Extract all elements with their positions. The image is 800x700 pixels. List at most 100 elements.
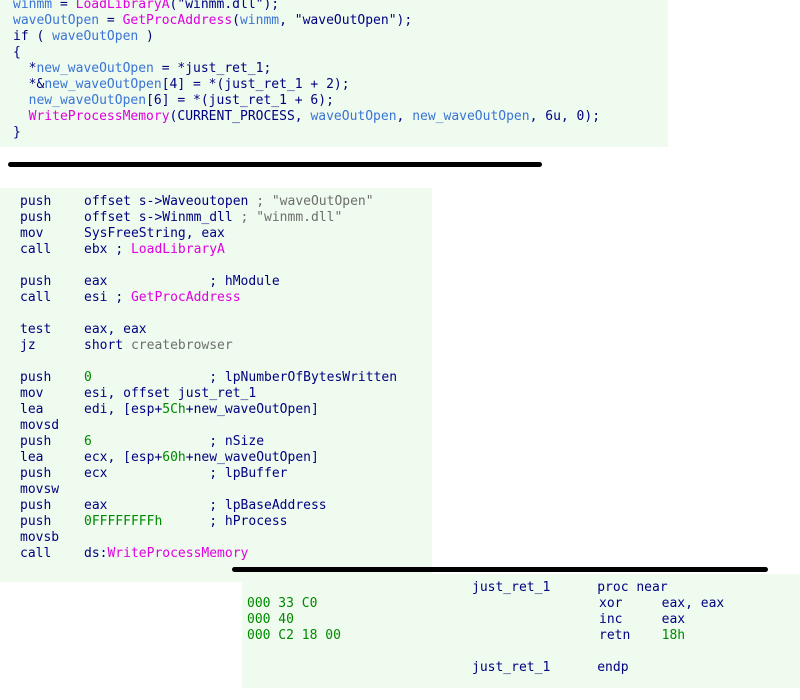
code-token: new_waveOutOpen [44,77,162,92]
code-token: waveOutOpen [310,109,397,124]
code-token: if ( [13,29,53,44]
code-token: { [13,45,21,60]
code-token: ) [138,29,154,44]
operands: esi ; GetProcAddress [84,290,241,306]
disassembly-line: push eax ; hModule [0,274,432,290]
pseudocode-line: winmm = LoadLibraryA("winmm.dll"); [13,0,279,13]
code-token: (CURRENT_PROCESS, [169,109,311,124]
code-token: = *just_ret_1; [153,61,272,76]
mnemonic: push [20,210,52,225]
code-token: +new_waveOutOpen] [185,402,319,417]
instruction: xor eax, eax [599,596,724,612]
disassembly-line: test eax, eax [0,322,432,338]
code-token: } [13,125,21,140]
instruction: retn 18h [599,628,685,644]
code-token: ebx [84,242,116,257]
code-token: ; "winmm.dll" [240,210,343,225]
code-token [13,93,29,108]
mnemonic: push [20,466,52,481]
disassembly-line [0,306,432,322]
code-token: ("winmm.dll"); [169,0,280,12]
code-token: = [52,0,76,12]
code-token: winmm [239,13,280,28]
code-token: ( [232,13,240,28]
code-token: WriteProcessMemory [107,546,249,561]
disassembly-line: push 0FFFFFFFFh ; hProcess [0,514,432,530]
code-token: ; hProcess [162,514,288,529]
function-line: just_ret_1 endp [242,660,800,676]
proc-label: just_ret_1 proc near [472,580,668,596]
disassembly-line: push 6 ; nSize [0,434,432,450]
code-token: ; "waveOutOpen" [256,194,374,209]
code-token: 0FFFFFFFFh [84,514,163,529]
opcode-bytes: 000 40 [247,612,294,627]
disassembly-line [0,258,432,274]
code-token: 18h [661,628,686,643]
mnemonic: test [20,322,52,337]
mnemonic: lea [20,402,44,417]
pseudocode-line: *new_waveOutOpen = *just_ret_1; [13,61,272,77]
code-token: ; nSize [91,434,265,449]
disassembly-line: call esi ; GetProcAddress [0,290,432,306]
operands: ds:WriteProcessMemory [84,546,248,562]
code-token: ; [115,242,131,257]
code-token: GetProcAddress [130,290,241,305]
mnemonic: call [20,242,52,257]
mnemonic: push [20,194,52,209]
pseudocode-line: *&new_waveOutOpen[4] = *(just_ret_1 + 2)… [13,77,350,93]
code-token: ecx ; lpBuffer [84,466,288,481]
pseudocode-line: { [13,45,21,61]
code-token: ; [115,290,131,305]
operands: offset s->Waveoutopen ; "waveOutOpen" [84,194,374,210]
code-token: winmm [13,0,53,12]
code-token: LoadLibraryA [75,0,170,12]
code-token: GetProcAddress [122,13,233,28]
disassembly-line: movsb [0,530,432,546]
mnemonic: push [20,434,52,449]
code-token: *& [13,77,45,92]
divider-bottom [232,567,768,572]
operands: eax, eax [84,322,147,338]
code-token: * [13,61,37,76]
pseudocode-line: } [13,125,21,141]
operands: SysFreeString, eax [84,226,225,242]
code-token: offset s->Winmm_dll [84,210,241,225]
code-token: esi, offset just_ret_1 [84,386,257,401]
code-token: retn [599,628,662,643]
operands: 0FFFFFFFFh ; hProcess [84,514,288,530]
code-token: 60h [162,450,186,465]
code-token: just_ret_1 endp [472,660,629,675]
code-token: 5Ch [162,402,186,417]
code-token: eax ; hModule [84,274,280,289]
code-token: [6] = *(just_ret_1 + 6); [146,93,334,108]
mnemonic: call [20,290,52,305]
pseudocode-line: new_waveOutOpen[6] = *(just_ret_1 + 6); [13,93,334,109]
operands: 6 ; nSize [84,434,264,450]
operands: offset s->Winmm_dll ; "winmm.dll" [84,210,342,226]
code-token: inc eax [599,612,686,627]
mnemonic: push [20,274,52,289]
mnemonic: push [20,514,52,529]
code-token: = [99,13,123,28]
mnemonic: mov [20,386,44,401]
code-token: new_waveOutOpen [28,93,147,108]
code-token: waveOutOpen [13,13,100,28]
disassembly-panel: push offset s->Waveoutopen ; "waveOutOpen… [0,188,432,582]
pseudocode-line: if ( waveOutOpen ) [13,29,154,45]
mnemonic: mov [20,226,44,241]
code-token: , [396,109,413,124]
operands: eax ; lpBaseAddress [84,498,327,514]
code-token: new_waveOutOpen [412,109,530,124]
code-token: edi, [esp+ [84,402,163,417]
code-token [13,109,29,124]
function-line [242,644,800,660]
operands: ecx ; lpBuffer [84,466,288,482]
instruction: inc eax [599,612,685,628]
code-token: just_ret_1 proc near [472,580,668,595]
